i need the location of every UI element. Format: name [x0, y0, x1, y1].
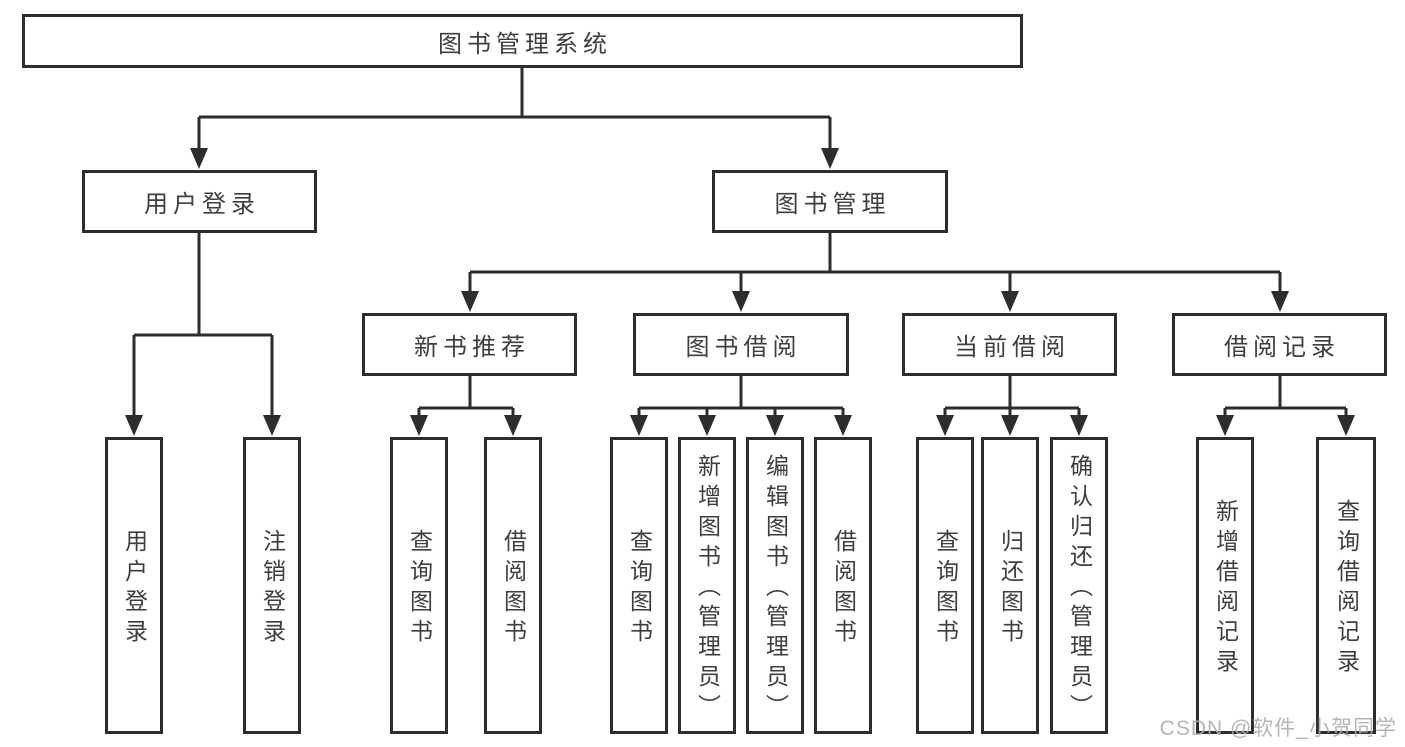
leaf-edit-book-admin-label: 编辑图书（管理员） [762, 454, 789, 724]
csdn-watermark: CSDN @软件_小贺同学 [1159, 717, 1397, 740]
arrowhead-icon [125, 415, 143, 436]
leaf-add-borrow-record: 新增借阅记录 [1196, 437, 1254, 734]
connector-line [1223, 376, 1348, 420]
leaf-logout-label: 注销登录 [259, 529, 286, 649]
connector-line [417, 376, 515, 420]
leaf-query-books-3: 查询图书 [916, 437, 974, 734]
arrowhead-icon [410, 415, 428, 436]
arrowhead-icon [1271, 291, 1289, 312]
arrowhead-icon [698, 415, 716, 436]
leaf-borrow-books-1-label: 借阅图书 [500, 529, 527, 649]
leaf-return-books-label: 归还图书 [997, 529, 1024, 649]
leaf-logout: 注销登录 [243, 437, 301, 734]
arrowhead-icon [1001, 415, 1019, 436]
node-borrowing-records: 借阅记录 [1172, 313, 1387, 376]
connector-current-borrowing-to-leaves [936, 376, 1088, 436]
arrowhead-icon [766, 415, 784, 436]
arrowhead-icon [263, 415, 281, 436]
connector-book-borrowing-to-leaves [630, 376, 852, 436]
node-root-label: 图书管理系统 [438, 30, 612, 58]
arrowhead-icon [821, 148, 839, 169]
leaf-query-books-3-label: 查询图书 [932, 529, 959, 649]
node-new-book-recommend: 新书推荐 [362, 313, 577, 376]
leaf-query-books-1-label: 查询图书 [406, 529, 433, 649]
leaf-user-login: 用户登录 [105, 437, 163, 734]
arrowhead-icon [1216, 415, 1234, 436]
node-book-borrowing-label: 图书借阅 [685, 334, 802, 361]
connector-line [468, 233, 1282, 296]
node-current-borrowing: 当前借阅 [902, 313, 1117, 376]
leaf-query-borrow-record: 查询借阅记录 [1316, 437, 1376, 734]
connector-user-login-to-leaves [125, 233, 281, 436]
node-book-management: 图书管理 [712, 170, 948, 233]
leaf-borrow-books-2: 借阅图书 [814, 437, 872, 734]
connector-new-book-recommend-to-leaves [410, 376, 522, 436]
arrowhead-icon [630, 415, 648, 436]
leaf-query-books-2-label: 查询图书 [626, 529, 653, 649]
leaf-confirm-return-admin: 确认归还（管理员） [1050, 437, 1108, 734]
arrowhead-icon [1001, 291, 1019, 312]
leaf-edit-book-admin: 编辑图书（管理员） [746, 437, 804, 734]
connector-line [943, 376, 1081, 420]
leaf-borrow-books-2-label: 借阅图书 [830, 529, 857, 649]
leaf-borrow-books-1: 借阅图书 [484, 437, 542, 734]
arrowhead-icon [1070, 415, 1088, 436]
node-book-management-label: 图书管理 [774, 191, 891, 218]
connector-root-to-level2 [190, 68, 839, 169]
leaf-query-borrow-record-label: 查询借阅记录 [1333, 499, 1360, 679]
connector-book-management-to-level3 [461, 233, 1289, 312]
arrowhead-icon [1337, 415, 1355, 436]
node-root: 图书管理系统 [22, 14, 1023, 68]
connector-line [637, 376, 845, 420]
node-new-book-recommend-label: 新书推荐 [414, 334, 530, 361]
arrowhead-icon [190, 148, 208, 169]
connector-borrowing-records-to-leaves [1216, 376, 1355, 436]
arrowhead-icon [504, 415, 522, 436]
arrowhead-icon [732, 291, 750, 312]
leaf-query-books-2: 查询图书 [610, 437, 668, 734]
leaf-return-books: 归还图书 [981, 437, 1039, 734]
leaf-add-borrow-record-label: 新增借阅记录 [1212, 499, 1239, 679]
arrowhead-icon [834, 415, 852, 436]
arrowhead-icon [936, 415, 954, 436]
connector-line [132, 233, 274, 420]
node-current-borrowing-label: 当前借阅 [954, 334, 1070, 361]
leaf-user-login-label: 用户登录 [121, 529, 148, 649]
node-borrowing-records-label: 借阅记录 [1224, 334, 1340, 361]
arrowhead-icon [461, 291, 479, 312]
leaf-confirm-return-admin-label: 确认归还（管理员） [1066, 454, 1093, 724]
leaf-query-books-1: 查询图书 [390, 437, 448, 734]
leaf-add-book-admin: 新增图书（管理员） [678, 437, 736, 734]
node-user-login: 用户登录 [82, 170, 317, 233]
connector-line [197, 68, 832, 153]
node-user-login-label: 用户登录 [144, 191, 260, 218]
node-book-borrowing: 图书借阅 [633, 313, 849, 376]
leaf-add-book-admin-label: 新增图书（管理员） [694, 454, 721, 724]
